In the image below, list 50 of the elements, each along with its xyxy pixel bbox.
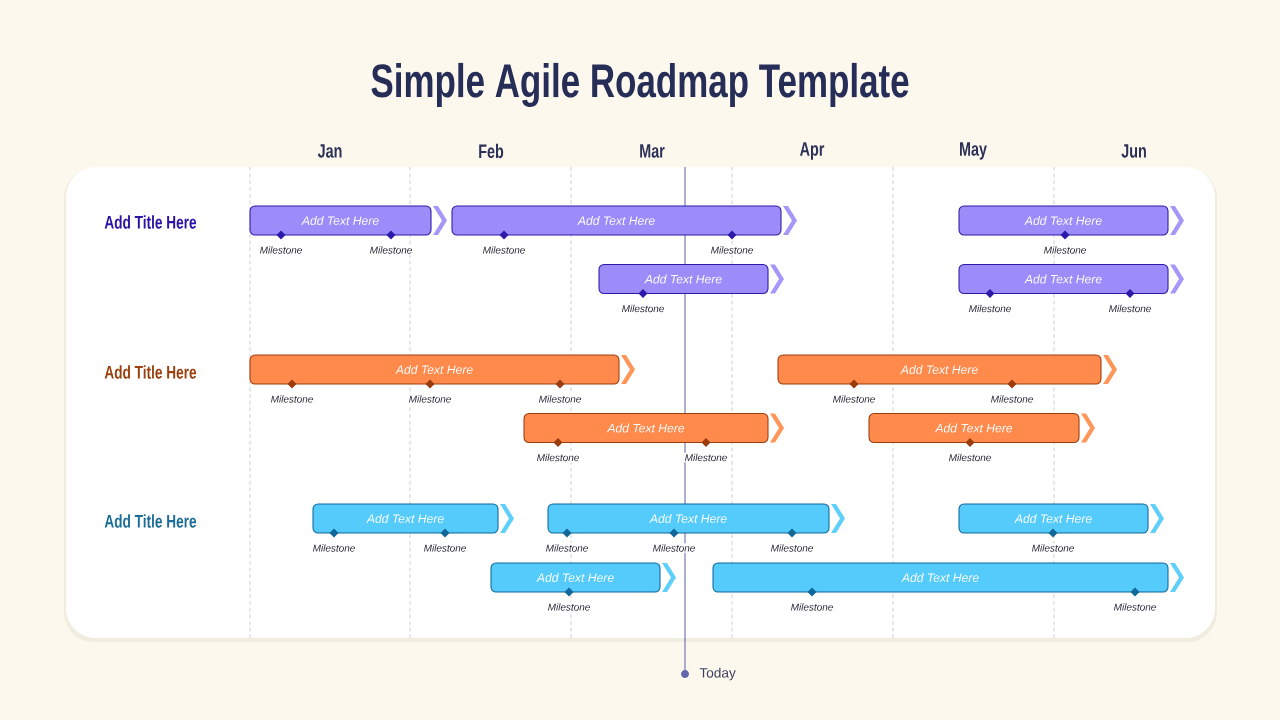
- task-bar: Add Text Here: [958, 503, 1164, 534]
- today-label: Today: [699, 667, 736, 681]
- task-bar: Add Text Here: [490, 562, 676, 593]
- row-title: Add Title Here: [104, 215, 197, 229]
- task-bar: Add Text Here: [312, 503, 514, 534]
- milestone-label: Milestone: [769, 543, 815, 553]
- month-label: Jan: [317, 144, 342, 158]
- milestone-label: Milestone: [683, 452, 729, 463]
- task-bar: Add Text Here: [249, 205, 447, 236]
- milestone-label: Milestone: [537, 394, 583, 404]
- title: Simple Agile Roadmap Template: [371, 62, 909, 108]
- milestone-label: Milestone: [651, 543, 697, 553]
- task-bar: Add Text Here: [598, 263, 784, 294]
- milestone-label: Milestone: [546, 602, 592, 612]
- task-bar: Add Text Here: [547, 503, 845, 534]
- milestone-label: Milestone: [269, 394, 315, 404]
- milestone-label: Milestone: [407, 394, 453, 404]
- milestone-label: Milestone: [947, 452, 993, 463]
- month-label: May: [960, 142, 987, 160]
- milestone-label: Milestone: [1107, 303, 1153, 314]
- month-label: Mar: [640, 144, 665, 158]
- month-label: Jun: [1121, 144, 1146, 158]
- milestone-label: Milestone: [967, 303, 1013, 314]
- milestone-label: Milestone: [535, 452, 581, 463]
- task-bar: Add Text Here: [523, 412, 784, 444]
- task-bar: Add Text Here: [868, 412, 1095, 444]
- milestone-label: Milestone: [831, 394, 877, 404]
- milestone-label: Milestone: [620, 303, 666, 314]
- milestone-label: Milestone: [1042, 245, 1088, 255]
- task-bar: Add Text Here: [958, 263, 1184, 294]
- task-bar: Add Text Here: [451, 205, 797, 236]
- milestone-label: Milestone: [311, 543, 357, 553]
- milestone-label: Milestone: [422, 543, 468, 553]
- task-bar: Add Text Here: [777, 354, 1117, 385]
- task-bar: Add Text Here: [712, 562, 1184, 593]
- milestone-label: Milestone: [709, 245, 755, 255]
- milestone-label: Milestone: [789, 602, 835, 612]
- row-title: Add Title Here: [104, 514, 197, 528]
- month-label: Feb: [479, 143, 504, 159]
- task-bar: Add Text Here: [958, 205, 1184, 236]
- task-bar: Add Text Here: [249, 354, 635, 385]
- milestone-label: Milestone: [1112, 602, 1158, 612]
- milestone-label: Milestone: [1030, 543, 1076, 553]
- milestone-label: Milestone: [258, 245, 304, 255]
- milestone-label: Milestone: [544, 543, 590, 553]
- month-label: Apr: [800, 142, 825, 160]
- milestone-label: Milestone: [989, 394, 1035, 404]
- milestone-label: Milestone: [481, 245, 527, 255]
- milestone-label: Milestone: [368, 245, 414, 255]
- row-title: Add Title Here: [104, 365, 197, 379]
